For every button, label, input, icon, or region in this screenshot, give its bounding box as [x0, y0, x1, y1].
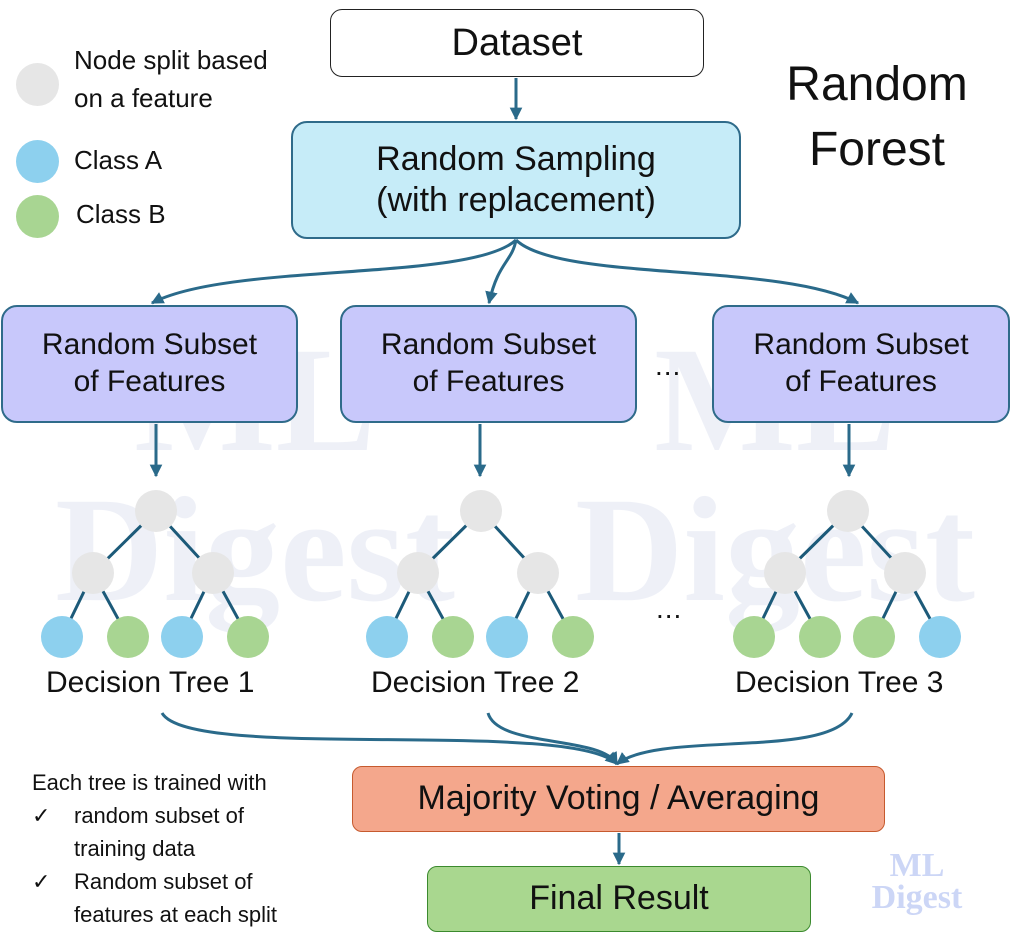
arrow-tree-1-to-vote — [160, 712, 619, 766]
leaf-node-class-a — [161, 616, 203, 658]
split-node — [884, 552, 926, 594]
feature-subset-1-line2: of Features — [73, 365, 226, 398]
leaf-node-class-b — [107, 616, 149, 658]
random-sampling-line2: (with replacement) — [376, 181, 656, 219]
split-node — [764, 552, 806, 594]
training-note-2: ✓ Random subset of features at each spli… — [32, 865, 277, 931]
leaf-node-class-b — [227, 616, 269, 658]
feature-subset-2-line2: of Features — [412, 365, 565, 398]
split-node-root — [135, 490, 177, 532]
leaf-node-class-b — [853, 616, 895, 658]
feature-subset-3-line2: of Features — [785, 365, 937, 398]
decision-trees — [41, 490, 961, 658]
training-note-2-line1: Random subset of — [74, 869, 253, 894]
arrow-tree-2-to-vote — [486, 712, 619, 766]
connector-arrows — [149, 78, 860, 866]
final-result-label: Final Result — [529, 879, 709, 918]
training-note-1: ✓ random subset of training data — [32, 799, 277, 865]
leaf-node-class-b — [552, 616, 594, 658]
legend-node-split-line2: on a feature — [74, 82, 213, 113]
training-note-1-line2: training data — [74, 836, 196, 861]
leaf-node-class-a — [486, 616, 528, 658]
ml-digest-logo: ML Digest — [852, 847, 982, 917]
dataset-label: Dataset — [451, 21, 583, 64]
legend-node-split-label: Node split based on a feature — [74, 42, 268, 117]
arrow-sampling-to-subset-3 — [514, 238, 860, 305]
check-icon: ✓ — [32, 803, 51, 828]
tree-label-1: Decision Tree 1 — [46, 666, 255, 699]
arrow-tree-3-to-vote — [616, 712, 854, 766]
feature-subset-box-3: Random Subset of Features — [712, 305, 1010, 423]
majority-voting-label: Majority Voting / Averaging — [417, 779, 820, 818]
leaf-node-class-a — [41, 616, 83, 658]
tree-label-2: Decision Tree 2 — [371, 666, 580, 699]
split-node — [72, 552, 114, 594]
arrow-sampling-to-subset-1 — [150, 238, 518, 305]
split-node — [192, 552, 234, 594]
leaf-node-class-b — [733, 616, 775, 658]
leaf-node-class-b — [432, 616, 474, 658]
training-note-1-text: random subset of training data — [74, 799, 244, 865]
feature-subset-2-line1: Random Subset — [380, 328, 597, 362]
split-node — [397, 552, 439, 594]
legend-node-split-line1: Node split based — [74, 45, 268, 75]
diagram-title: Random Forest — [760, 52, 994, 183]
feature-subset-box-2: Random Subset of Features — [340, 305, 637, 423]
check-icon: ✓ — [32, 869, 51, 894]
watermark-right-line2: Digest — [575, 467, 975, 633]
random-sampling-box: Random Sampling (with replacement) — [291, 121, 741, 239]
split-node-root — [827, 490, 869, 532]
feature-subset-box-1: Random Subset of Features — [1, 305, 298, 423]
random-sampling-line1: Random Sampling — [376, 139, 656, 178]
feature-subset-3-line1: Random Subset — [753, 328, 969, 362]
legend-class-b-label: Class B — [76, 199, 166, 229]
training-note-2-line2: features at each split — [74, 902, 278, 927]
subset-ellipsis: ... — [655, 350, 682, 381]
watermark-left-line2: Digest — [55, 467, 455, 633]
split-node — [517, 552, 559, 594]
training-notes-heading: Each tree is trained with — [32, 770, 267, 795]
logo-line2: Digest — [871, 879, 963, 917]
majority-voting-box: Majority Voting / Averaging — [352, 766, 885, 832]
training-note-1-line1: random subset of — [74, 803, 244, 828]
leaf-node-class-b — [799, 616, 841, 658]
dataset-box: Dataset — [330, 9, 704, 77]
training-note-2-text: Random subset of features at each split — [74, 865, 277, 931]
final-result-box: Final Result — [427, 866, 811, 932]
leaf-node-class-a — [366, 616, 408, 658]
feature-subset-1-line1: Random Subset — [41, 328, 258, 362]
title-line-2: Forest — [808, 123, 946, 177]
legend-class-a-label: Class A — [74, 145, 163, 175]
training-notes: Each tree is trained with ✓ random subse… — [32, 766, 277, 931]
decision-tree-1 — [41, 490, 269, 658]
arrow-sampling-to-subset-2 — [485, 239, 518, 305]
legend-class-a-swatch — [16, 140, 59, 183]
legend-class-b-swatch — [16, 195, 59, 238]
decision-tree-3 — [733, 490, 961, 658]
legend-node-split-swatch — [16, 63, 59, 106]
tree-label-3: Decision Tree 3 — [735, 666, 944, 699]
title-line-1: Random — [786, 58, 968, 111]
split-node-root — [460, 490, 502, 532]
decision-tree-2 — [366, 490, 594, 658]
leaf-node-class-a — [919, 616, 961, 658]
tree-ellipsis: ... — [656, 593, 683, 624]
logo-line1: ML — [889, 847, 945, 884]
